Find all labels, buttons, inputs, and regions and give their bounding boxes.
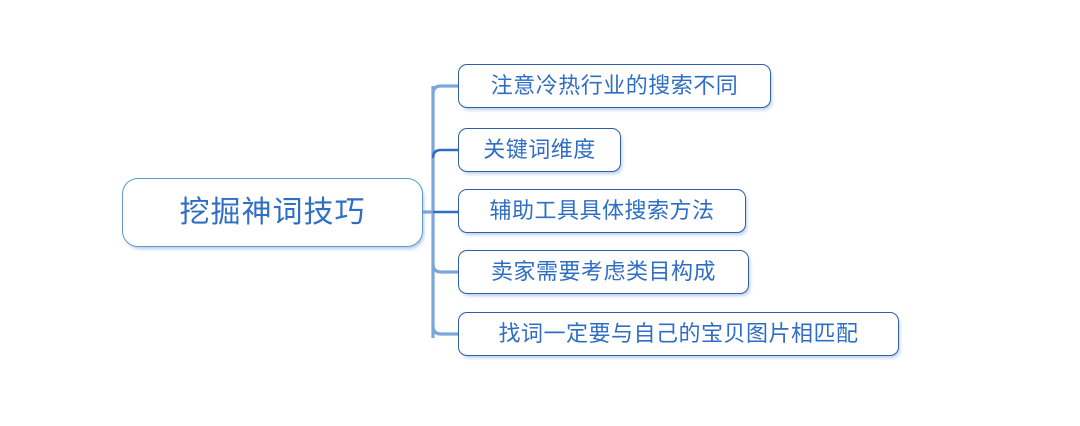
child-node-2-label: 关键词维度 xyxy=(483,137,596,162)
root-node-label: 挖掘神词技巧 xyxy=(179,195,366,229)
child-node-5-label: 找词一定要与自己的宝贝图片相匹配 xyxy=(498,321,859,346)
child-node-1[interactable]: 注意冷热行业的搜索不同 xyxy=(458,64,771,108)
child-node-3-label: 辅助工具具体搜索方法 xyxy=(489,198,715,223)
connector-branch-4 xyxy=(431,263,458,274)
root-node[interactable]: 挖掘神词技巧 xyxy=(122,178,423,247)
connector-branch-5 xyxy=(431,325,458,336)
connector-branch-2 xyxy=(431,148,458,159)
child-node-3[interactable]: 辅助工具具体搜索方法 xyxy=(458,189,746,233)
child-node-4[interactable]: 卖家需要考虑类目构成 xyxy=(458,250,749,294)
child-node-2[interactable]: 关键词维度 xyxy=(458,128,621,172)
child-node-5[interactable]: 找词一定要与自己的宝贝图片相匹配 xyxy=(458,312,899,356)
connector-branch-1 xyxy=(431,84,458,95)
child-node-4-label: 卖家需要考虑类目构成 xyxy=(490,259,716,284)
child-node-1-label: 注意冷热行业的搜索不同 xyxy=(490,73,739,98)
